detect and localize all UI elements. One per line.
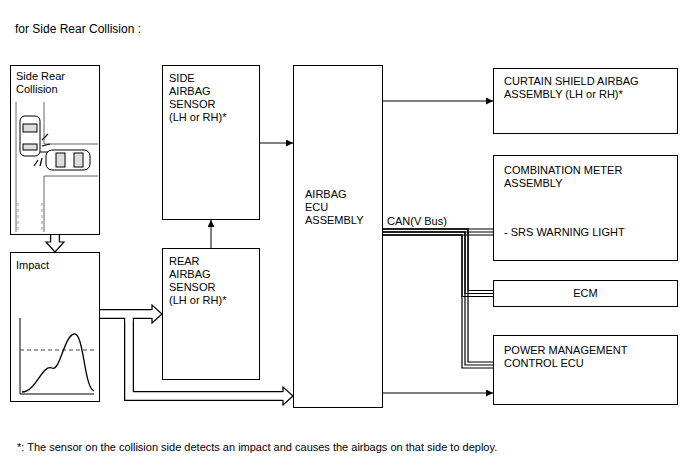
connector	[260, 143, 293, 144]
signal-line	[383, 393, 493, 394]
hollow-arrow-head	[152, 305, 162, 323]
junction-patch	[125, 314, 132, 321]
signal-line	[260, 143, 293, 144]
connector	[211, 220, 212, 248]
hollow-arrow-join	[151, 310, 154, 318]
box-heading: COMBINATION METER ASSEMBLY	[504, 164, 664, 190]
box-heading: CURTAIN SHIELD AIRBAG ASSEMBLY (LH or RH…	[504, 75, 664, 101]
connector	[383, 229, 493, 297]
sensor-box: REAR AIRBAG SENSOR (LH or RH)*	[162, 248, 260, 380]
airbag-box: CURTAIN SHIELD AIRBAG ASSEMBLY (LH or RH…	[493, 68, 678, 134]
sensor-box: SIDE AIRBAG SENSOR (LH or RH)*	[162, 65, 260, 220]
can-bus-line	[383, 229, 493, 291]
hollow-arrow-head	[46, 242, 64, 252]
box-heading: POWER MANAGEMENT CONTROL ECU	[504, 344, 664, 370]
connector	[100, 305, 162, 323]
box-heading: Side Rear Collision	[16, 70, 86, 96]
hollow-arrow-join	[282, 392, 285, 400]
box-heading: SIDE AIRBAG SENSOR (LH or RH)*	[169, 72, 235, 124]
box-heading: AIRBAG ECU ASSEMBLY	[305, 188, 371, 227]
connector	[383, 101, 493, 102]
connector	[100, 314, 293, 405]
connector	[46, 235, 64, 252]
connector	[383, 229, 493, 368]
car-body	[46, 150, 90, 170]
impact-box: Impact	[10, 252, 100, 402]
footnote: *: The sensor on the collision side dete…	[17, 441, 497, 453]
can-bus-line	[383, 232, 493, 365]
hollow-arrow-head	[283, 387, 293, 405]
signal-line	[383, 101, 493, 102]
can-bus-line	[383, 235, 493, 368]
hollow-arrow-fill	[100, 314, 285, 396]
connector	[383, 393, 493, 394]
box-heading: ECM	[498, 287, 673, 300]
ecu-box: POWER MANAGEMENT CONTROL ECU	[493, 335, 678, 405]
car-body	[20, 116, 40, 156]
scene-box: Side Rear Collision	[10, 65, 100, 235]
impact-graph	[20, 318, 94, 394]
can-bus-line	[383, 232, 493, 294]
can-bus-line	[383, 229, 493, 362]
hollow-arrow-fill	[51, 235, 59, 244]
ecu-box: ECM	[493, 280, 678, 307]
ecu-box: AIRBAG ECU ASSEMBLY	[293, 65, 383, 408]
can-bus-line	[383, 235, 493, 297]
meter-box: COMBINATION METER ASSEMBLY - SRS WARNING …	[493, 155, 678, 261]
signal-line	[211, 220, 212, 248]
bus-label: CAN(V Bus)	[385, 215, 449, 227]
diagram-title: for Side Rear Collision :	[15, 22, 141, 36]
box-body: - SRS WARNING LIGHT	[504, 226, 664, 239]
box-heading: REAR AIRBAG SENSOR (LH or RH)*	[169, 255, 235, 307]
collision-scene	[16, 102, 98, 232]
box-heading: Impact	[16, 259, 94, 272]
hollow-arrow-join	[51, 241, 59, 244]
